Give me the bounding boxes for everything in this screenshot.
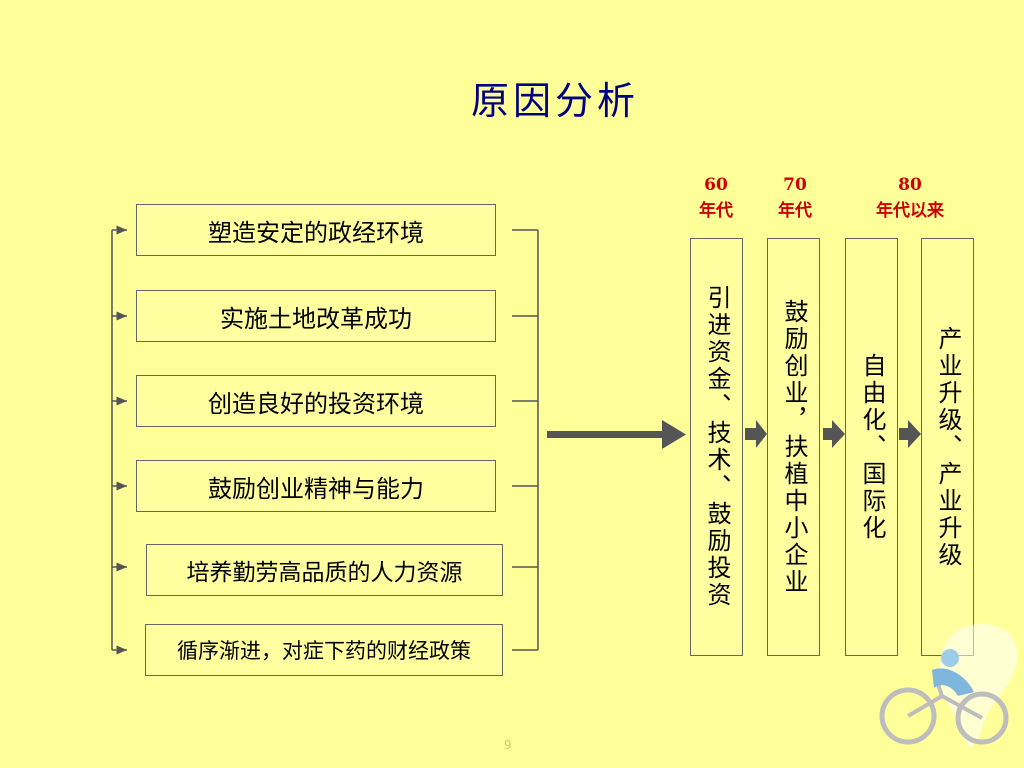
factor-box: 创造良好的投资环境 [136, 375, 496, 427]
factor-box: 鼓励创业精神与能力 [136, 460, 496, 512]
main-arrow [547, 420, 686, 449]
stage-box: 自由化、国际化 [845, 238, 898, 656]
stage-arrow [745, 420, 767, 448]
stage-box: 产业升级、产业升级 [921, 238, 974, 656]
factor-box: 实施土地改革成功 [136, 290, 496, 342]
page-number: 9 [504, 738, 512, 752]
stage-box: 引进资金、技术、鼓励投资 [690, 238, 743, 656]
page-title: 原因分析 [470, 79, 639, 123]
factor-box: 培养勤劳高品质的人力资源 [146, 544, 503, 596]
factor-box: 循序渐进，对症下药的财经政策 [145, 624, 503, 676]
stage-box: 鼓励创业，扶植中小企业 [767, 238, 820, 656]
cyclist-logo [879, 624, 1018, 748]
stage-arrow [823, 420, 845, 448]
factor-box: 塑造安定的政经环境 [136, 204, 496, 256]
stage-arrow [899, 420, 921, 448]
